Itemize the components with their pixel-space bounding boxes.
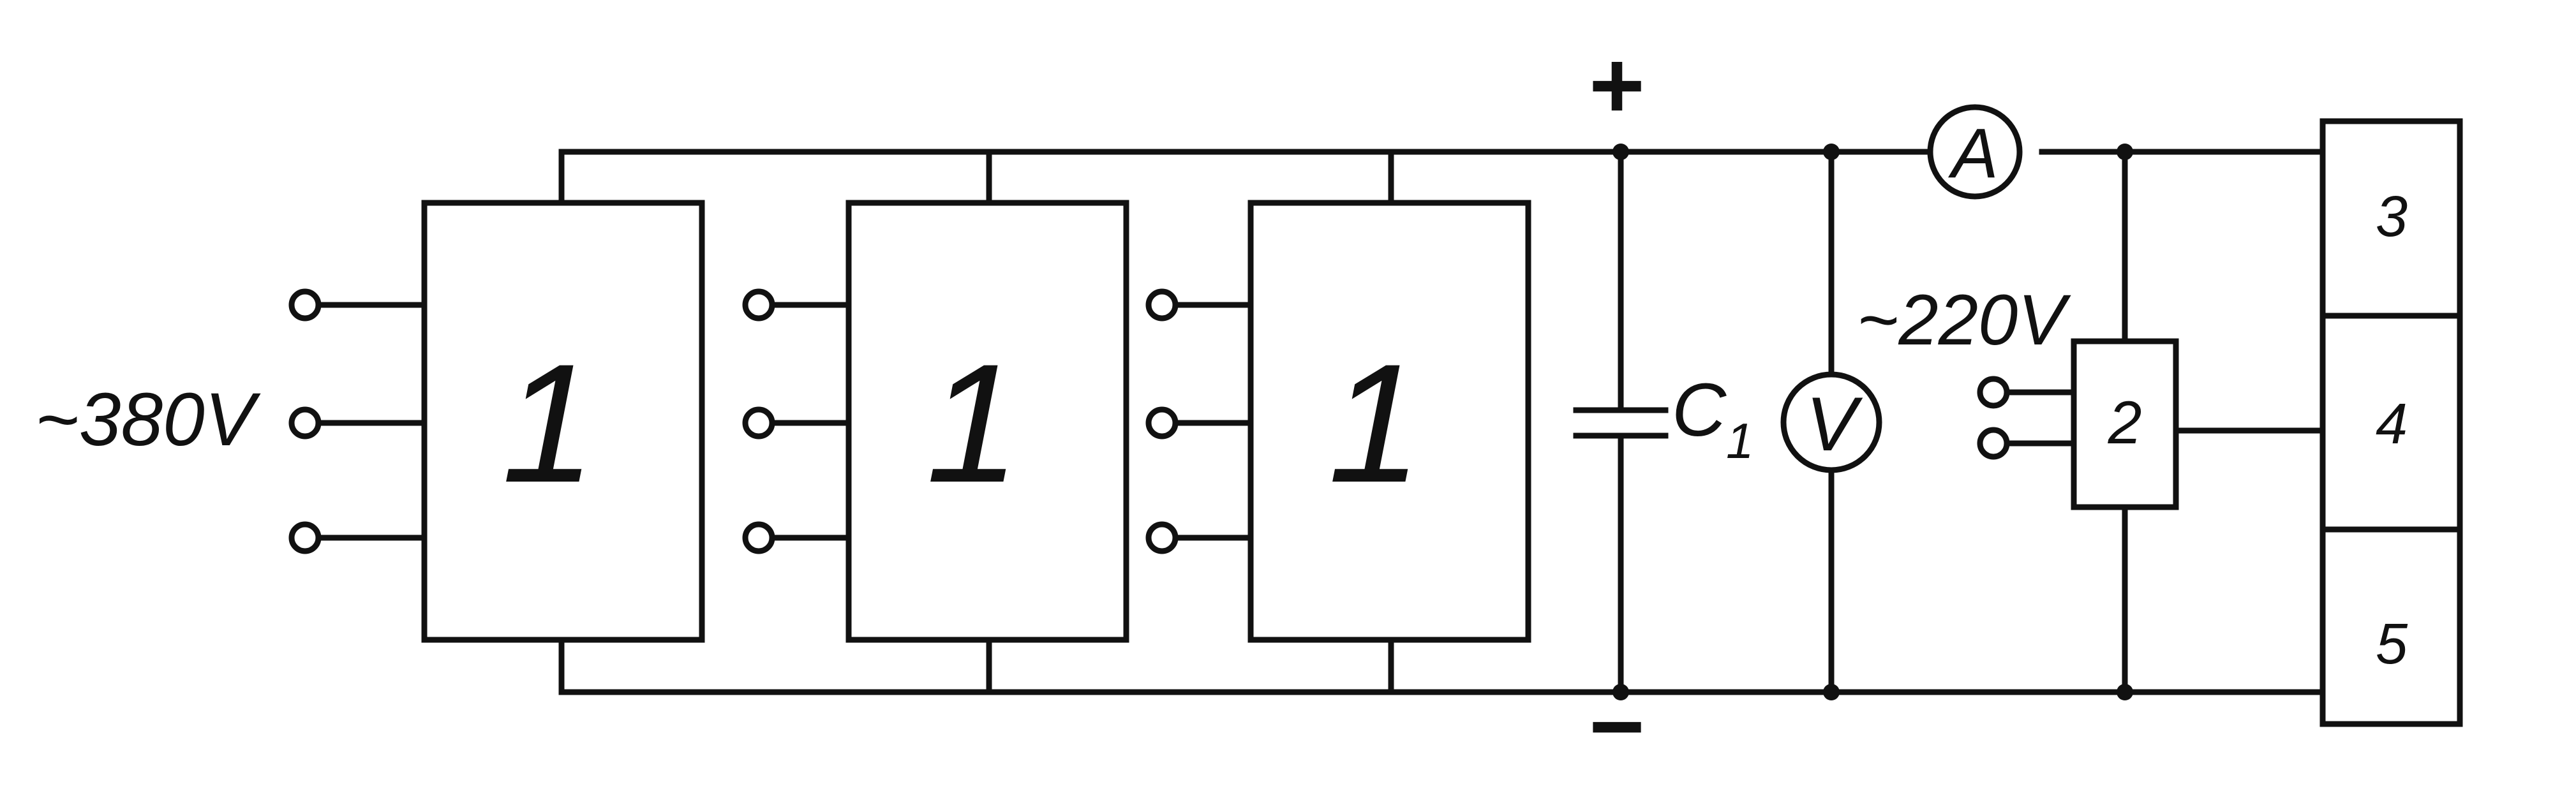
input-terminals-module-2 <box>742 288 852 554</box>
terminal-circle <box>742 521 775 554</box>
load-3-label: 3 <box>2376 185 2408 249</box>
module-1-label: 1 <box>502 329 595 518</box>
terminal-circle <box>1145 406 1179 440</box>
ammeter: A <box>1927 104 2023 200</box>
module-3-label: 1 <box>1328 329 1422 518</box>
load-4-label: 4 <box>2376 392 2408 456</box>
plus-sign: + <box>1589 31 1645 138</box>
load-5-label: 5 <box>2376 612 2408 676</box>
voltmeter-label: V <box>1806 381 1863 467</box>
ammeter-label: A <box>1947 114 1998 193</box>
terminal-circle <box>288 521 322 554</box>
terminal-circle <box>1977 427 2010 460</box>
input-terminals-module-3 <box>1145 288 1254 554</box>
minus-sign: − <box>1589 672 1645 780</box>
module-2-label: 1 <box>926 329 1020 518</box>
terminal-circle <box>742 288 775 321</box>
input-voltage-label: ~380V <box>35 378 261 462</box>
block-2-label: 2 <box>2108 389 2142 457</box>
capacitor-label: C <box>1672 368 1727 452</box>
input-terminals-module-1 <box>288 288 428 554</box>
terminal-circle <box>1977 376 2010 409</box>
voltmeter: V <box>1780 144 1882 700</box>
rectifier-module-2: 1 <box>845 200 1129 643</box>
block-2: 2 <box>1977 144 2326 700</box>
capacitor-subscript: 1 <box>1726 413 1753 469</box>
negative-bus <box>558 637 2326 695</box>
positive-bus <box>558 149 2326 206</box>
terminal-circle <box>288 288 322 321</box>
terminal-circle <box>1145 521 1179 554</box>
terminal-circle <box>1145 288 1179 321</box>
terminal-circle <box>288 406 322 440</box>
load-stack: 3 4 5 <box>2319 118 2463 727</box>
rectifier-module-3: 1 <box>1247 200 1531 643</box>
capacitor-c1: C 1 <box>1573 144 1753 700</box>
rectifier-module-1: 1 <box>421 200 705 643</box>
terminal-circle <box>742 406 775 440</box>
output-voltage-label: ~220V <box>1857 280 2071 360</box>
